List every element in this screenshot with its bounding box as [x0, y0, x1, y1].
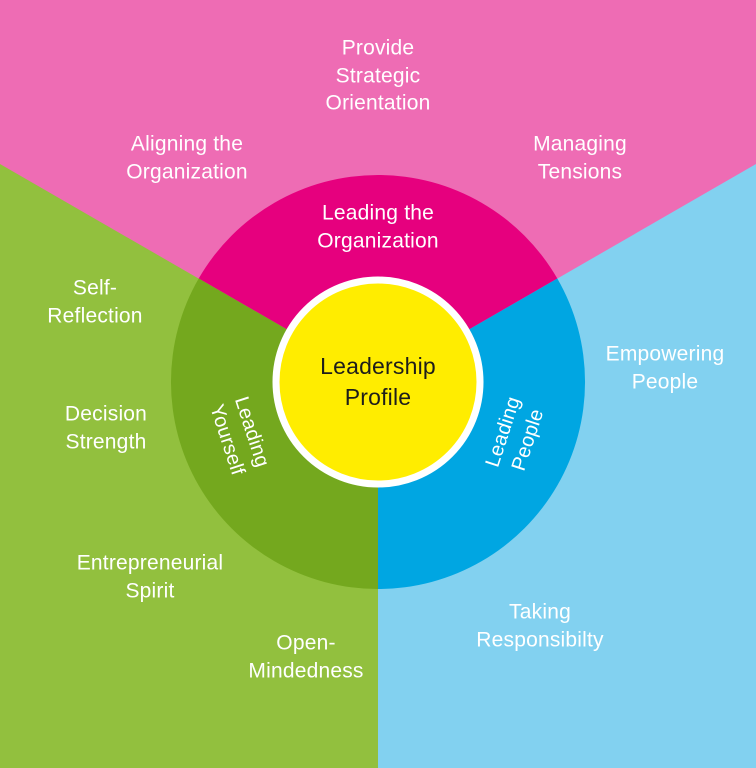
center-label-leadership-profile: Leadership Profile: [320, 352, 436, 410]
center-circle: [272, 276, 484, 488]
label-provide-strategic-orientation: Provide Strategic Orientation: [325, 36, 431, 115]
label-taking-responsibility: Taking Responsibilty: [476, 600, 604, 651]
label-entrepreneurial-spirit: Entrepreneurial Spirit: [76, 551, 224, 602]
ring-label-leading-the-organization: Leading the Organization: [317, 201, 439, 252]
label-aligning-the-organization: Aligning the Organization: [126, 132, 248, 183]
label-self-reflection: Self- Reflection: [47, 276, 143, 327]
label-managing-tensions: Managing Tensions: [533, 132, 627, 183]
label-decision-strength: Decision Strength: [64, 402, 148, 453]
label-empowering-people: Empowering People: [605, 342, 725, 393]
label-open-mindedness: Open- Mindedness: [248, 631, 364, 682]
